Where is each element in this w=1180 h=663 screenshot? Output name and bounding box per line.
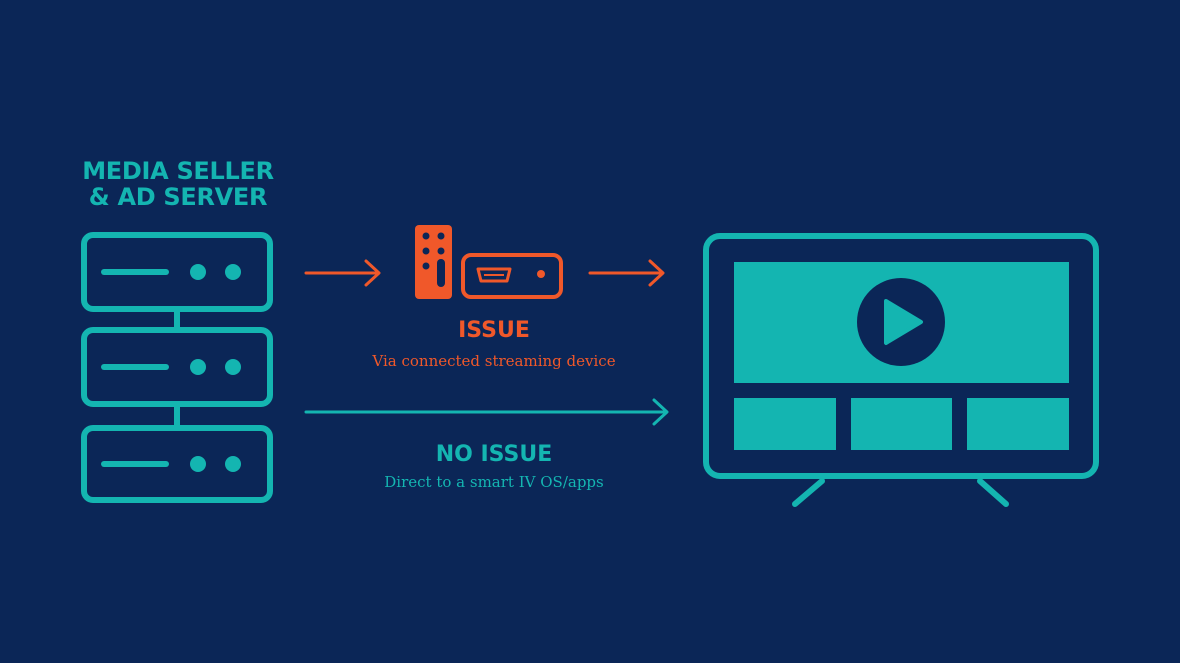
arrow-direct-to-tv-icon <box>304 398 669 426</box>
no-issue-heading: NO ISSUE <box>435 442 553 467</box>
issue-heading: ISSUE <box>458 318 530 343</box>
issue-caption: Via connected streaming device <box>372 352 616 370</box>
play-icon <box>857 278 945 366</box>
arrow-to-device-icon <box>304 259 381 287</box>
server-title-line2: & AD SERVER <box>88 183 268 211</box>
server-title-line1: MEDIA SELLER <box>82 157 274 185</box>
server-status-lights <box>190 264 241 472</box>
arrow-device-to-tv-icon <box>588 259 665 287</box>
streaming-box-icon <box>461 253 563 299</box>
smart-tv-icon <box>703 233 1099 507</box>
server-stack-icon <box>81 232 273 503</box>
server-title: MEDIA SELLER & AD SERVER <box>56 158 300 210</box>
no-issue-caption: Direct to a smart IV OS/apps <box>384 473 604 491</box>
remote-control-icon <box>415 225 452 299</box>
